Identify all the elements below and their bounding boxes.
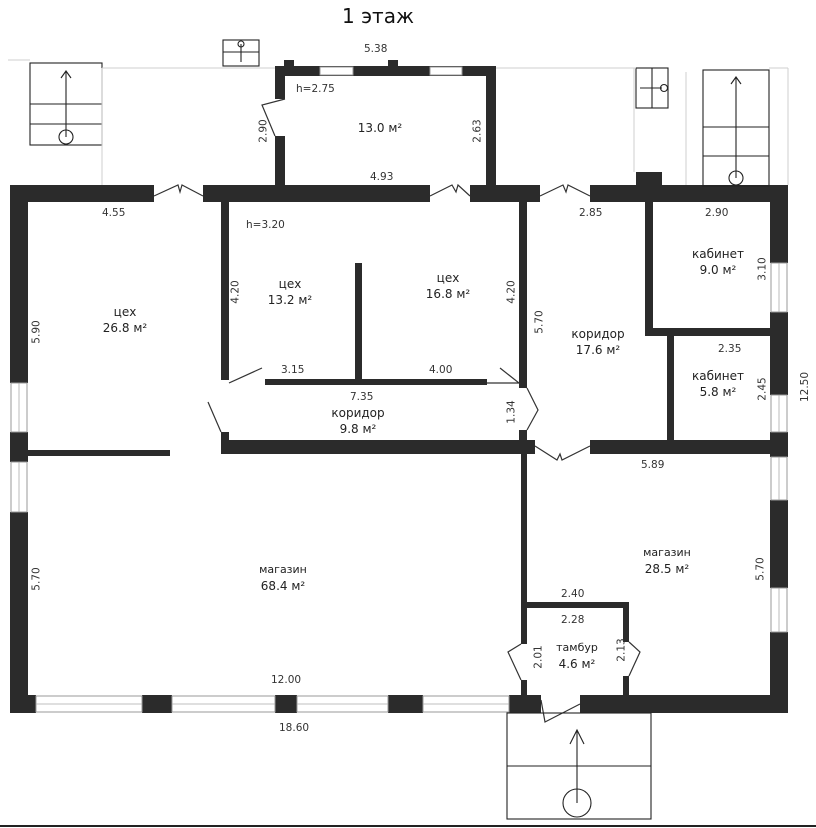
room-name: коридор: [571, 327, 625, 341]
window-mullions: [18, 263, 780, 705]
dim-office1-side: 3.10: [756, 257, 769, 281]
room-annex: 13.0 м²: [330, 120, 430, 136]
room-workshop-left: цех 26.8 м²: [75, 304, 175, 336]
dim-annex-top: 5.38: [364, 43, 388, 55]
room-area: 13.0 м²: [357, 121, 403, 135]
dim-office2-top: 2.35: [718, 343, 742, 355]
dim-mid-bottom-left: 3.15: [281, 364, 305, 376]
dim-mid-right: 4.20: [505, 280, 518, 304]
room-area: 4.6 м²: [558, 657, 596, 671]
dim-annex-left: 2.90: [257, 119, 270, 143]
walls: [10, 60, 788, 713]
annex-height: h=2.75: [296, 83, 335, 95]
room-area: 17.6 м²: [575, 343, 621, 357]
room-shop-large: магазин 68.4 м²: [233, 562, 333, 594]
room-area: 26.8 м²: [102, 321, 148, 335]
dim-office2-side: 2.45: [756, 377, 769, 401]
room-name: цех: [436, 271, 460, 285]
room-name: цех: [278, 277, 302, 291]
dim-vestibule-top-outer: 2.40: [561, 588, 585, 600]
dim-mid-left: 4.20: [229, 280, 242, 304]
room-shop-small: магазин 28.5 м²: [617, 545, 717, 577]
dim-left-top: 4.55: [102, 207, 126, 219]
room-name: тамбур: [556, 641, 598, 654]
room-area: 28.5 м²: [644, 562, 690, 576]
dim-corridor-large-top: 2.85: [579, 207, 603, 219]
room-area: 5.8 м²: [699, 385, 737, 399]
dim-shop-small-top: 5.89: [641, 459, 665, 471]
dim-shop-large-side: 5.70: [30, 567, 43, 591]
room-area: 68.4 м²: [260, 579, 306, 593]
room-corridor-large: коридор 17.6 м²: [548, 326, 648, 358]
dim-corridor-small-len: 7.35: [350, 391, 374, 403]
room-workshop-right: цех 16.8 м²: [398, 270, 498, 302]
room-name: кабинет: [691, 369, 745, 383]
room-name: магазин: [643, 546, 691, 559]
dim-right-total: 12.50: [799, 371, 812, 403]
room-name: магазин: [259, 563, 307, 576]
dim-shop-large-bottom: 12.00: [271, 674, 302, 686]
dim-annex-right: 2.63: [471, 119, 484, 143]
room-name: коридор: [331, 406, 385, 420]
room-office-2: кабинет 5.8 м²: [668, 368, 768, 400]
workshop-height: h=3.20: [246, 219, 285, 231]
room-area: 13.2 м²: [267, 293, 313, 307]
dim-vestibule-top-inner: 2.28: [561, 614, 585, 626]
dim-corridor-large-side: 5.70: [533, 310, 546, 334]
room-area: 16.8 м²: [425, 287, 471, 301]
dim-total-bottom: 18.60: [279, 722, 310, 734]
dim-left-side: 5.90: [30, 320, 43, 344]
floor-title: 1 этаж: [342, 4, 414, 28]
room-name: цех: [113, 305, 137, 319]
terrace-outline: [8, 59, 789, 185]
dim-vestibule-left: 2.01: [532, 645, 545, 669]
dim-annex-bottom: 4.93: [370, 171, 394, 183]
stairs: [29, 39, 770, 820]
dim-vestibule-right: 2.13: [615, 638, 628, 662]
room-workshop-mid: цех 13.2 м²: [240, 276, 340, 308]
room-vestibule: тамбур 4.6 м²: [527, 640, 627, 672]
dim-mid-bottom-right: 4.00: [429, 364, 453, 376]
room-area: 9.8 м²: [339, 422, 377, 436]
room-corridor-small: коридор 9.8 м²: [308, 405, 408, 437]
dim-office1-top: 2.90: [705, 207, 729, 219]
doors: [153, 98, 641, 723]
dim-shop-small-side: 5.70: [754, 557, 767, 581]
room-area: 9.0 м²: [699, 263, 737, 277]
dim-corridor-small-w: 1.34: [505, 400, 518, 424]
room-office-1: кабинет 9.0 м²: [668, 246, 768, 278]
room-name: кабинет: [691, 247, 745, 261]
